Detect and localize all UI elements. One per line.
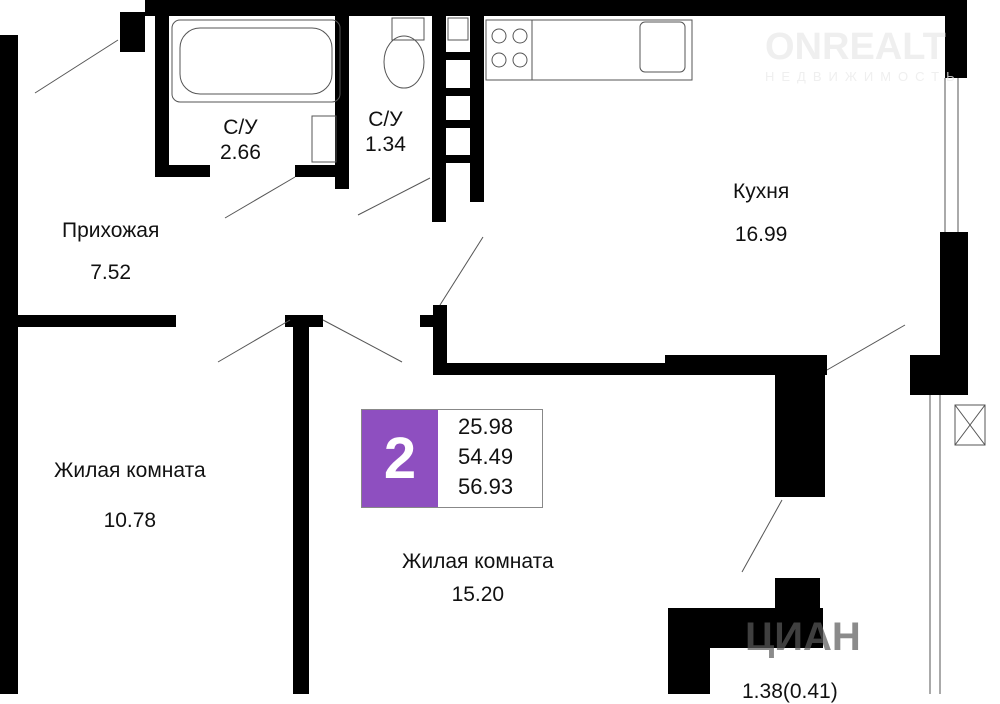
watermark-onrealt: ONREALT НЕДВИЖИМОСТЬ bbox=[765, 26, 962, 84]
living-area: 25.98 bbox=[458, 414, 514, 439]
apartment-badge: 2 25.98 54.49 56.93 bbox=[361, 409, 543, 508]
wall-left bbox=[0, 35, 18, 694]
wall-top-right bbox=[945, 0, 967, 78]
total-area: 54.49 bbox=[458, 444, 514, 469]
room-balcony: 1.38(0.41) bbox=[742, 680, 838, 703]
room-count: 2 bbox=[362, 410, 438, 507]
total-area-with-balcony: 56.93 bbox=[458, 474, 514, 499]
wall-top bbox=[145, 0, 945, 16]
watermark-cian: ЦИАН bbox=[745, 615, 861, 659]
